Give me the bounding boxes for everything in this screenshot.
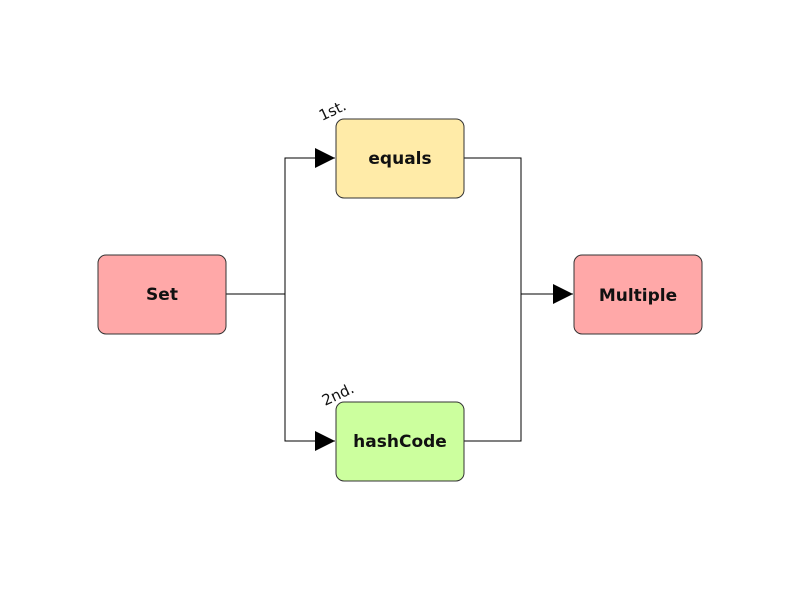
node-hashcode-box [335,401,465,482]
node-multiple-label: Multiple [599,286,677,306]
edge-set-to-hashcode [284,294,335,451]
node-set[interactable]: Set [97,254,227,335]
edge-hashcode-to-multiple [464,294,522,442]
node-multiple-box [573,254,703,335]
edge-set-to-equals [226,148,335,295]
node-hashcode[interactable]: hashCode [335,401,465,482]
node-equals-box [335,118,465,199]
node-hashcode-label: hashCode [353,432,447,452]
connectors [226,148,573,451]
edge-equals-to-multiple [464,157,573,304]
node-multiple[interactable]: Multiple [573,254,703,335]
node-set-box [97,254,227,335]
node-equals-label: equals [368,149,431,169]
node-set-label: Set [146,285,178,305]
node-equals[interactable]: equals [335,118,465,199]
